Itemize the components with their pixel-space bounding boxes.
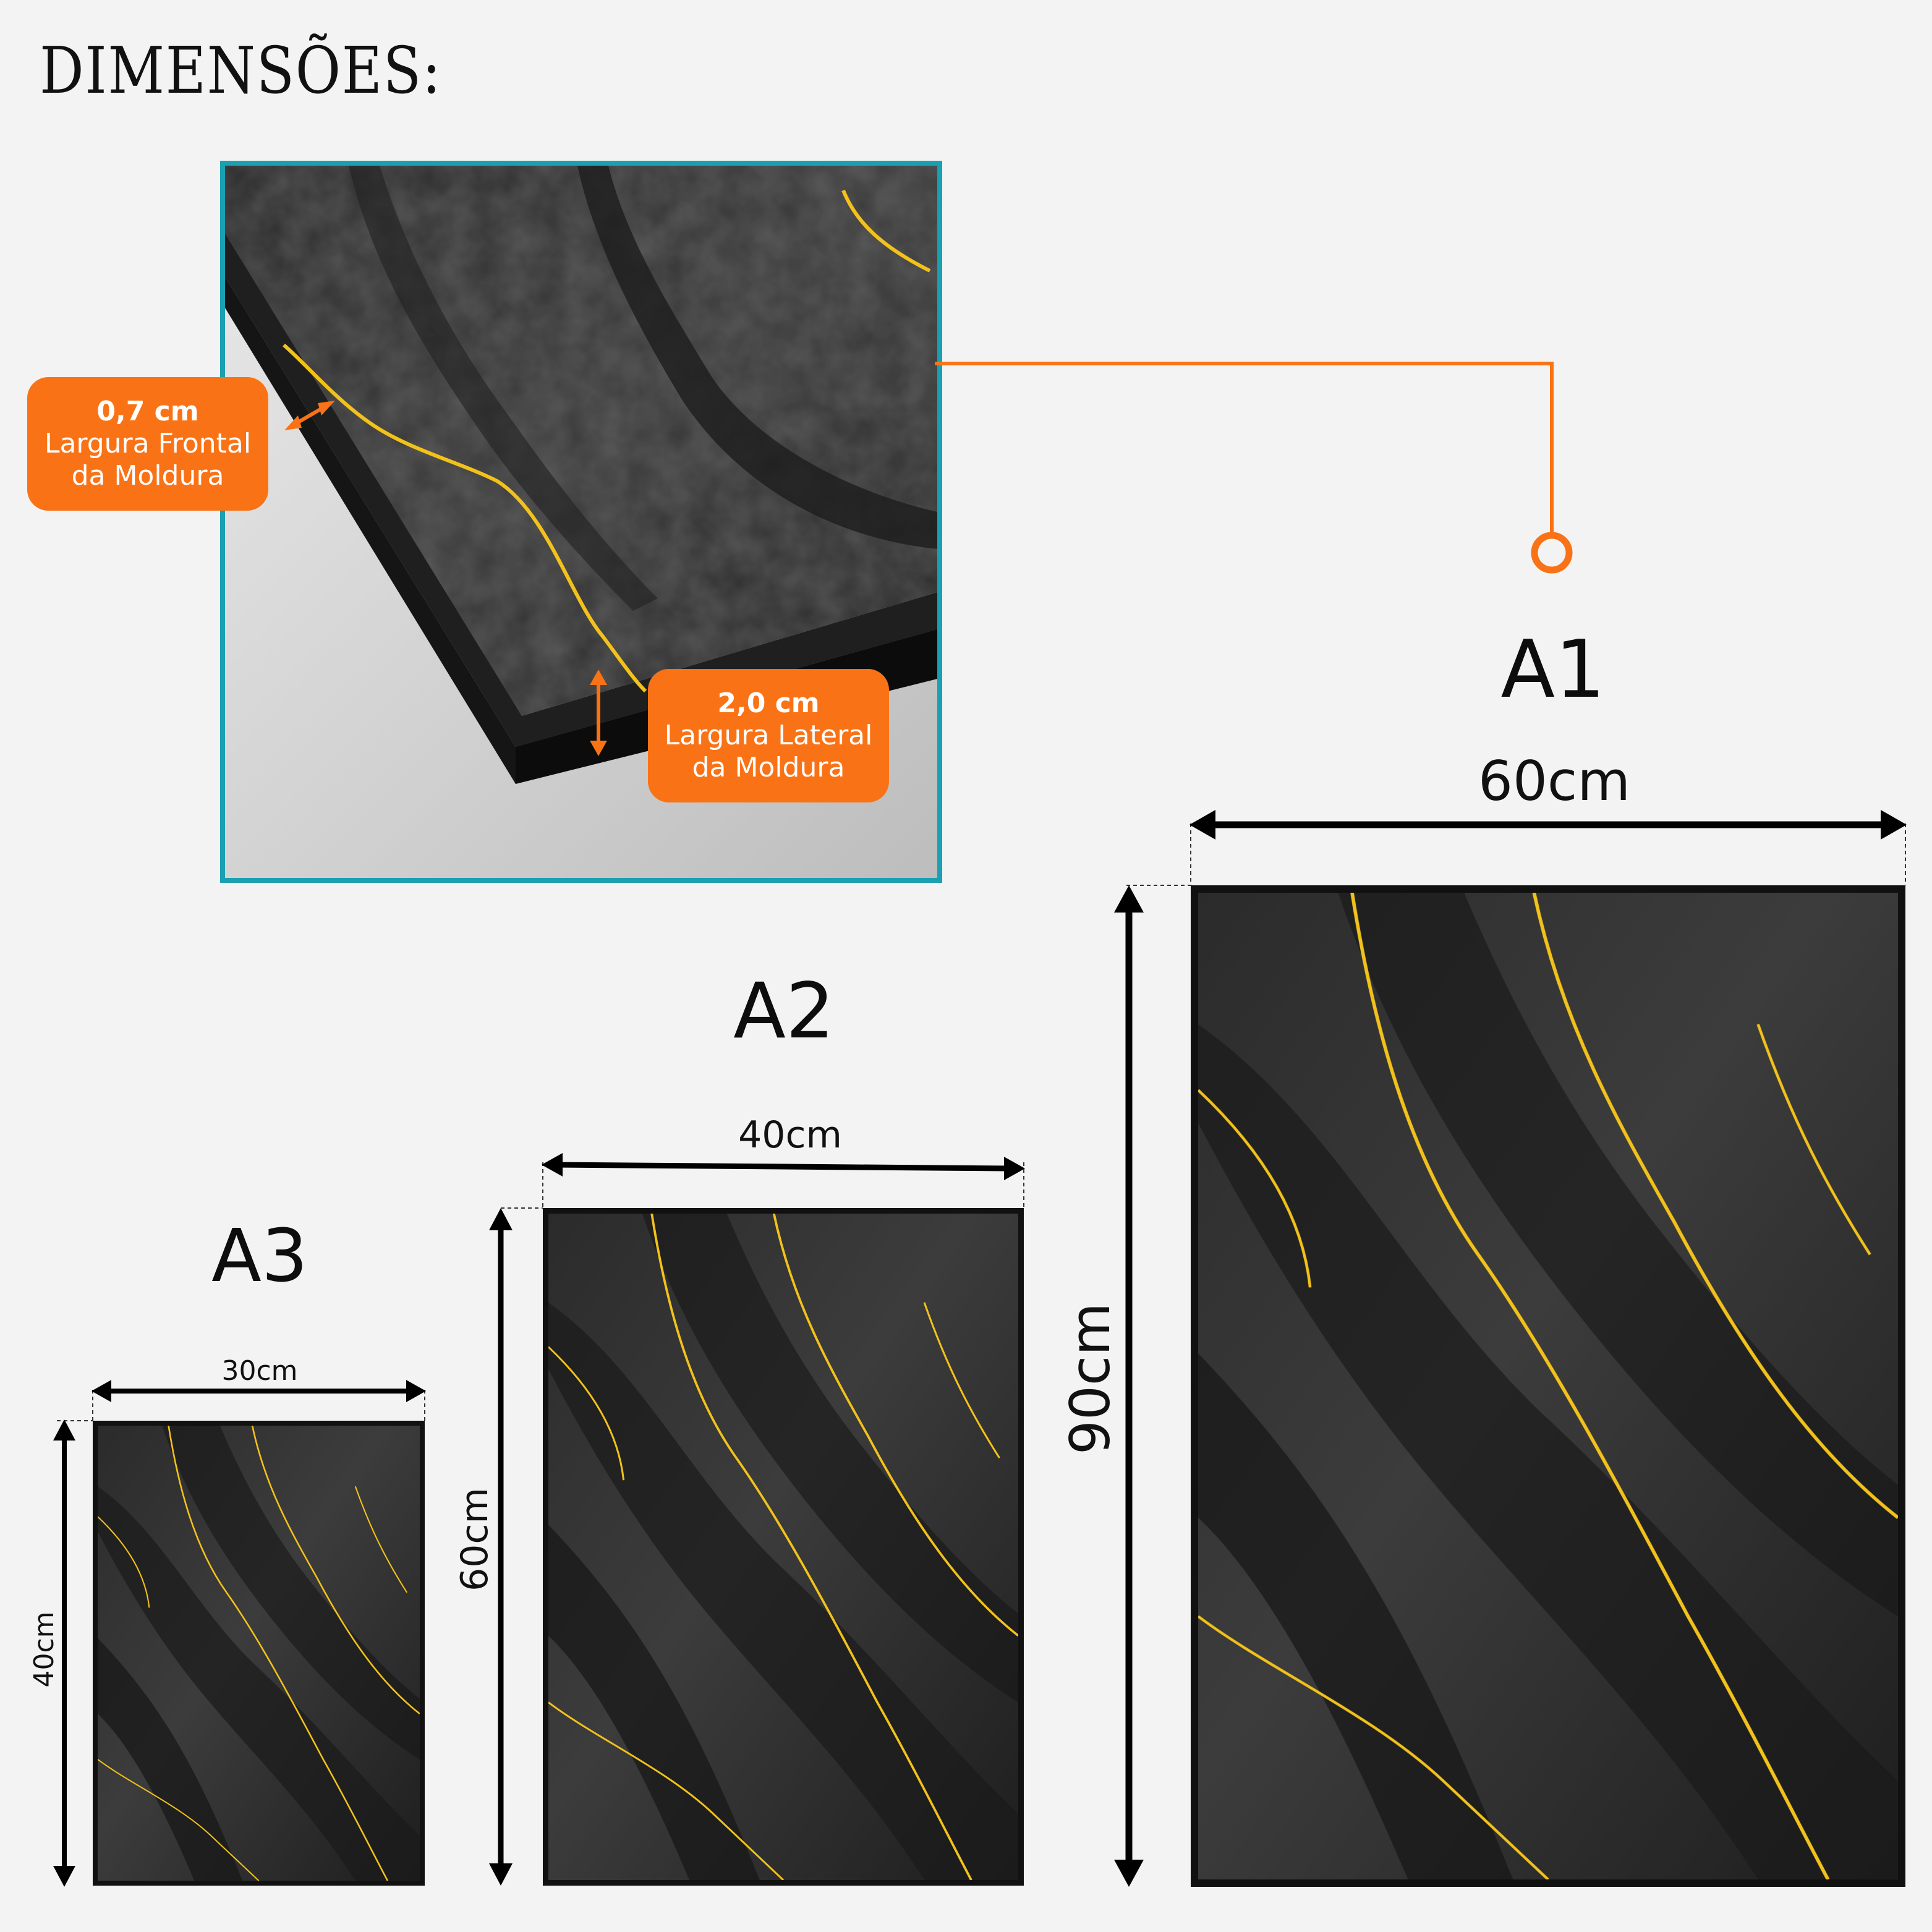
front-width-value: 0,7 cm	[96, 396, 199, 428]
front-width-callout: 0,7 cm Largura Frontal da Moldura	[27, 377, 268, 511]
size-name-a1: A1	[1500, 624, 1606, 716]
a3-width-label: 30cm	[221, 1355, 298, 1387]
a2-height-label: 60cm	[453, 1487, 496, 1591]
a3-width-arrow-icon	[91, 1380, 426, 1402]
a2-height-arrow-icon	[489, 1208, 513, 1886]
a3-height-arrow-icon	[53, 1419, 75, 1887]
frame-a3	[93, 1421, 425, 1886]
side-width-value: 2,0 cm	[717, 687, 820, 720]
size-name-a2: A2	[733, 967, 835, 1056]
front-width-label-1: Largura Frontal	[44, 428, 252, 460]
frame-a2	[543, 1208, 1024, 1886]
side-width-label-1: Largura Lateral	[664, 720, 873, 752]
a1-width-label: 60cm	[1478, 749, 1631, 813]
front-width-label-2: da Moldura	[71, 459, 224, 492]
side-width-callout: 2,0 cm Largura Lateral da Moldura	[648, 669, 889, 802]
page-title: DIMENSÕES:	[40, 33, 442, 108]
a2-width-arrow-icon	[542, 1153, 1025, 1180]
connector-dot-icon	[1531, 532, 1573, 574]
frame-a1	[1191, 885, 1905, 1887]
a1-height-arrow-icon	[1114, 885, 1144, 1887]
a1-height-label: 90cm	[1058, 1302, 1122, 1455]
side-width-arrow-icon	[590, 670, 607, 756]
size-name-a3: A3	[211, 1213, 308, 1298]
front-width-arrow-icon	[284, 401, 335, 430]
a2-width-label: 40cm	[738, 1113, 842, 1157]
a3-height-label: 40cm	[28, 1611, 60, 1688]
side-width-label-2: da Moldura	[692, 751, 845, 783]
a1-width-arrow-icon	[1189, 810, 1907, 840]
